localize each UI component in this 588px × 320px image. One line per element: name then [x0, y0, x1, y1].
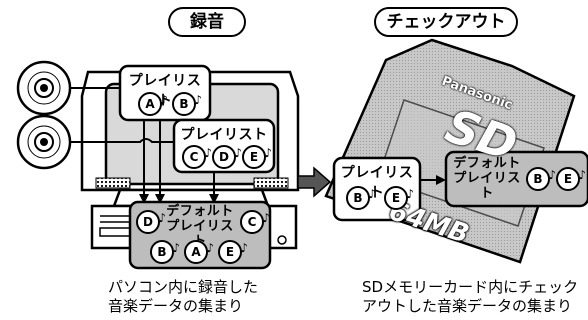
card-default-title-line2: プレイリスト [453, 171, 521, 201]
music-note-icon: A [184, 238, 214, 264]
music-note-icon: B [172, 90, 202, 116]
music-note-icon: B [346, 184, 376, 210]
music-note-icon: E [242, 143, 272, 169]
arrow-icon [139, 120, 219, 204]
heading-record: 録音 [168, 7, 246, 37]
music-note-icon: C [240, 208, 270, 234]
music-note-icon: B [526, 165, 556, 191]
music-note-icon: C [182, 143, 212, 169]
caption-left: パソコン内に録音した 音楽データの集まり [108, 278, 259, 315]
music-note-icon: D [136, 208, 166, 234]
arrow-icon [436, 175, 446, 185]
music-note-icon: B [150, 238, 180, 264]
card-default-playlist-title: デフォルト プレイリスト [452, 156, 522, 201]
music-note-icon: E [218, 238, 248, 264]
connector-line [70, 138, 176, 143]
default-title-line1: デフォルト [166, 204, 234, 219]
music-note-icon: E [384, 184, 414, 210]
caption-right: SDメモリーカード内にチェック アウトした音楽データの集まり [362, 278, 579, 315]
cd-icon [16, 60, 72, 116]
music-note-icon: E [556, 165, 586, 191]
music-note-icon: A [138, 90, 168, 116]
playlist-b-title: プレイリスト [180, 127, 268, 143]
arrow-icon [297, 166, 332, 198]
music-note-icon: D [212, 143, 242, 169]
cd-icon [16, 114, 72, 170]
card-default-title-line1: デフォルト [453, 156, 521, 171]
heading-checkout: チェックアウト [374, 7, 518, 37]
